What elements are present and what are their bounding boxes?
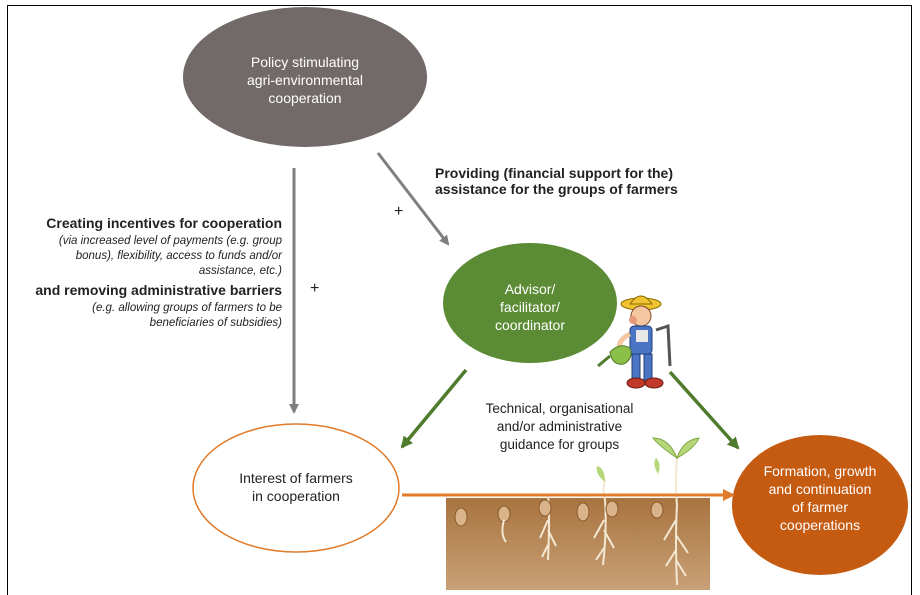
interest-line-2: in cooperation: [252, 488, 340, 504]
advisor-node-label: Advisor/ facilitator/ coordinator: [470, 280, 590, 334]
assistance-line-1: Providing (financial support for the): [435, 165, 673, 181]
policy-node-label: Policy stimulating agri-environmental co…: [215, 53, 395, 107]
formation-node: [732, 435, 908, 575]
advisor-node: [443, 243, 617, 363]
formation-line-2: and continuation: [768, 481, 872, 497]
plus-sign-left: +: [310, 280, 320, 297]
guidance-annotation: Technical, organisational and/or adminis…: [472, 400, 647, 454]
interest-node: [192, 423, 400, 553]
farmer-illustration: [597, 295, 672, 389]
policy-line-1: Policy stimulating: [250, 54, 360, 70]
incentives-detail-2: bonus), flexibility, access to funds and…: [75, 250, 282, 262]
incentives-detail-1: (via increased level of payments (e.g. g…: [58, 235, 282, 247]
advisor-line-2: facilitator/: [500, 299, 560, 315]
plus-sign-right: +: [394, 203, 404, 220]
assistance-annotation: Providing (financial support for the) as…: [435, 165, 735, 197]
barriers-detail-1: (e.g. allowing groups of farmers to be: [92, 302, 282, 314]
guidance-line-1: Technical, organisational: [485, 401, 634, 416]
arrow-advisor-to-formation: [668, 370, 740, 450]
assistance-line-2: assistance for the groups of farmers: [435, 181, 678, 197]
formation-line-3: of farmer: [791, 499, 848, 515]
seedling-illustration: [454, 437, 700, 586]
policy-line-3: cooperation: [268, 90, 342, 106]
interest-line-1: Interest of farmers: [239, 470, 353, 486]
formation-line-1: Formation, growth: [763, 463, 877, 479]
guidance-line-2: and/or administrative: [496, 419, 623, 434]
interest-node-label: Interest of farmers in cooperation: [210, 469, 382, 505]
arrow-advisor-to-interest: [400, 368, 468, 449]
guidance-line-3: guidance for groups: [499, 437, 620, 452]
policy-node: [183, 7, 427, 147]
incentives-annotation: Creating incentives for cooperation (via…: [20, 215, 282, 331]
arrow-policy-to-advisor: [376, 152, 450, 246]
formation-node-label: Formation, growth and continuation of fa…: [745, 462, 895, 534]
frame-border: [7, 5, 912, 595]
advisor-line-3: coordinator: [494, 317, 566, 333]
barriers-detail-2: beneficiaries of subsidies): [149, 317, 282, 329]
formation-line-4: cooperations: [779, 517, 861, 533]
barriers-heading: and removing administrative barriers: [35, 282, 282, 298]
policy-line-2: agri-environmental: [247, 72, 363, 88]
incentives-detail-3: assistance, etc.): [198, 265, 282, 277]
advisor-line-1: Advisor/: [504, 281, 556, 297]
incentives-heading: Creating incentives for cooperation: [46, 215, 282, 231]
